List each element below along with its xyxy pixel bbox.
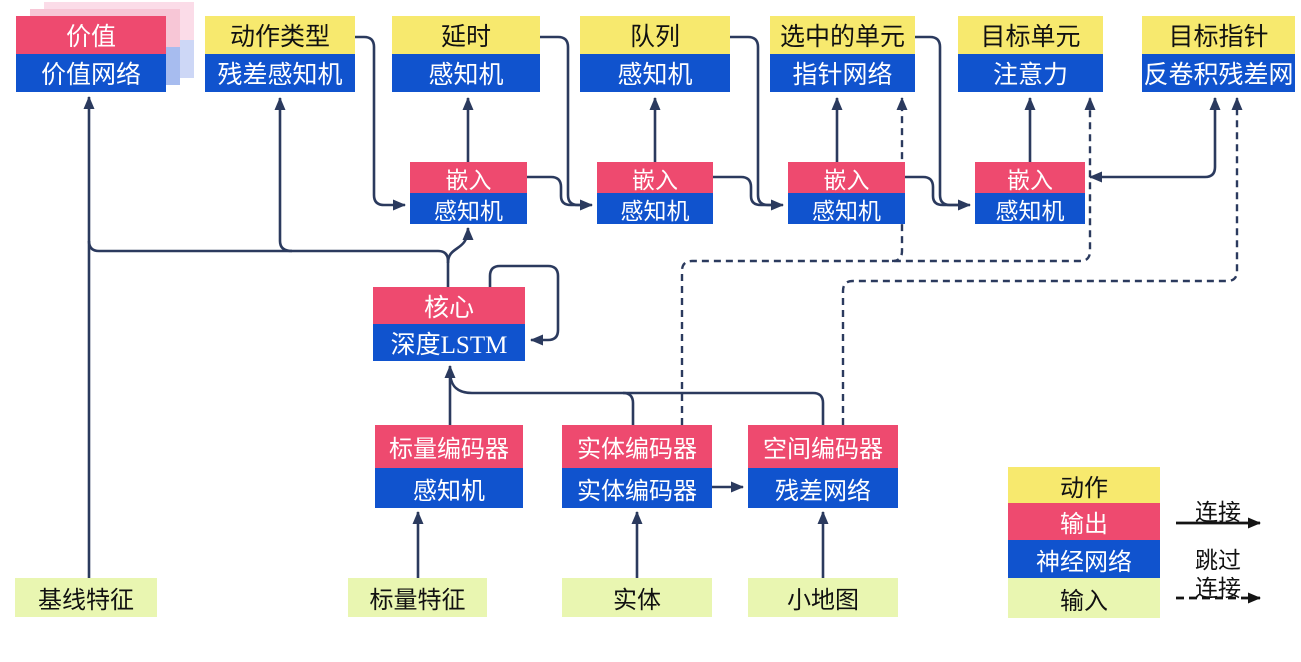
node-spatial-encoder-header: 空间编码器 — [748, 425, 898, 468]
node-delay: 延时 感知机 — [392, 16, 540, 92]
node-embed-4: 嵌入 感知机 — [975, 162, 1085, 224]
node-embed-2-body: 感知机 — [597, 193, 713, 224]
node-embed-3-body: 感知机 — [788, 193, 905, 224]
node-embed-1: 嵌入 感知机 — [410, 162, 527, 224]
node-scalar-features-label: 标量特征 — [348, 578, 487, 617]
node-value: 价值 价值网络 — [16, 16, 166, 92]
skip-entity-to-targetunit — [680, 97, 1096, 425]
edge-embed3-to-embed4 — [905, 175, 960, 207]
edge-entityenc-to-rail — [622, 391, 635, 425]
node-baseline-features-label: 基线特征 — [15, 578, 157, 617]
node-target-unit-header: 目标单元 — [958, 16, 1103, 54]
node-value-header: 价值 — [16, 16, 166, 54]
node-action-type: 动作类型 残差感知机 — [205, 16, 355, 92]
node-scalar-features: 标量特征 — [348, 578, 487, 617]
node-embed-2-header: 嵌入 — [597, 162, 713, 193]
node-delay-header: 延时 — [392, 16, 540, 54]
node-scalar-encoder-header: 标量编码器 — [375, 425, 523, 468]
node-embed-2: 嵌入 感知机 — [597, 162, 713, 224]
legend-connection-label: 连接 — [1195, 500, 1241, 525]
node-queue-header: 队列 — [580, 16, 730, 54]
node-target-unit-body: 注意力 — [958, 54, 1103, 92]
node-action-type-body: 残差感知机 — [205, 54, 355, 92]
node-selected-units: 选中的单元 指针网络 — [770, 16, 915, 92]
edge-embed4-targetpoint — [1089, 97, 1221, 183]
node-embed-1-body: 感知机 — [410, 193, 527, 224]
legend-skip-label-line2: 连接 — [1195, 576, 1241, 601]
node-queue-body: 感知机 — [580, 54, 730, 92]
legend-output: 输出 — [1008, 503, 1160, 540]
node-selected-units-body: 指针网络 — [770, 54, 915, 92]
legend-action: 动作 — [1008, 467, 1160, 503]
edge-embed2-to-embed3 — [713, 175, 775, 207]
node-scalar-encoder-body: 感知机 — [375, 468, 523, 508]
legend-network: 神经网络 — [1008, 540, 1160, 578]
edge-core-to-embed1 — [446, 227, 474, 264]
legend-skip-label-line1: 跳过 — [1195, 548, 1241, 573]
node-target-unit: 目标单元 注意力 — [958, 16, 1103, 92]
node-entity-encoder: 实体编码器 实体编码器 — [562, 425, 712, 508]
node-core: 核心 深度LSTM — [373, 287, 525, 361]
node-embed-3: 嵌入 感知机 — [788, 162, 905, 224]
node-scalar-encoder: 标量编码器 感知机 — [375, 425, 523, 508]
node-target-point-header: 目标指针 — [1142, 16, 1295, 54]
node-entities-label: 实体 — [562, 578, 712, 617]
node-target-point: 目标指针 反卷积残差网 — [1142, 16, 1295, 92]
node-embed-1-header: 嵌入 — [410, 162, 527, 193]
node-embed-4-header: 嵌入 — [975, 162, 1085, 193]
node-delay-body: 感知机 — [392, 54, 540, 92]
node-queue: 队列 感知机 — [580, 16, 730, 92]
node-selected-units-header: 选中的单元 — [770, 16, 915, 54]
edge-embed1-to-embed2 — [527, 175, 584, 207]
legend-color-stack: 动作 输出 神经网络 输入 — [1008, 467, 1160, 618]
node-embed-3-header: 嵌入 — [788, 162, 905, 193]
node-minimap: 小地图 — [748, 578, 898, 617]
node-core-body: 深度LSTM — [373, 324, 525, 361]
edge-core-left-rail — [87, 240, 450, 287]
edge-rail-to-action-type — [274, 97, 293, 253]
node-minimap-label: 小地图 — [748, 578, 898, 617]
node-entities: 实体 — [562, 578, 712, 617]
node-entity-encoder-header: 实体编码器 — [562, 425, 712, 468]
node-spatial-encoder-body: 残差网络 — [748, 468, 898, 508]
node-spatial-encoder: 空间编码器 残差网络 — [748, 425, 898, 508]
node-core-header: 核心 — [373, 287, 525, 324]
node-baseline-features: 基线特征 — [15, 578, 157, 617]
skip-spatial-to-targetpoint — [841, 97, 1243, 425]
legend-input: 输入 — [1008, 578, 1160, 618]
node-action-type-header: 动作类型 — [205, 16, 355, 54]
node-target-point-body: 反卷积残差网 — [1142, 54, 1295, 92]
edge-spatial-rail-to-core — [448, 370, 825, 425]
node-value-body: 价值网络 — [16, 54, 166, 92]
node-embed-4-body: 感知机 — [975, 193, 1085, 224]
node-entity-encoder-body: 实体编码器 — [562, 468, 712, 508]
